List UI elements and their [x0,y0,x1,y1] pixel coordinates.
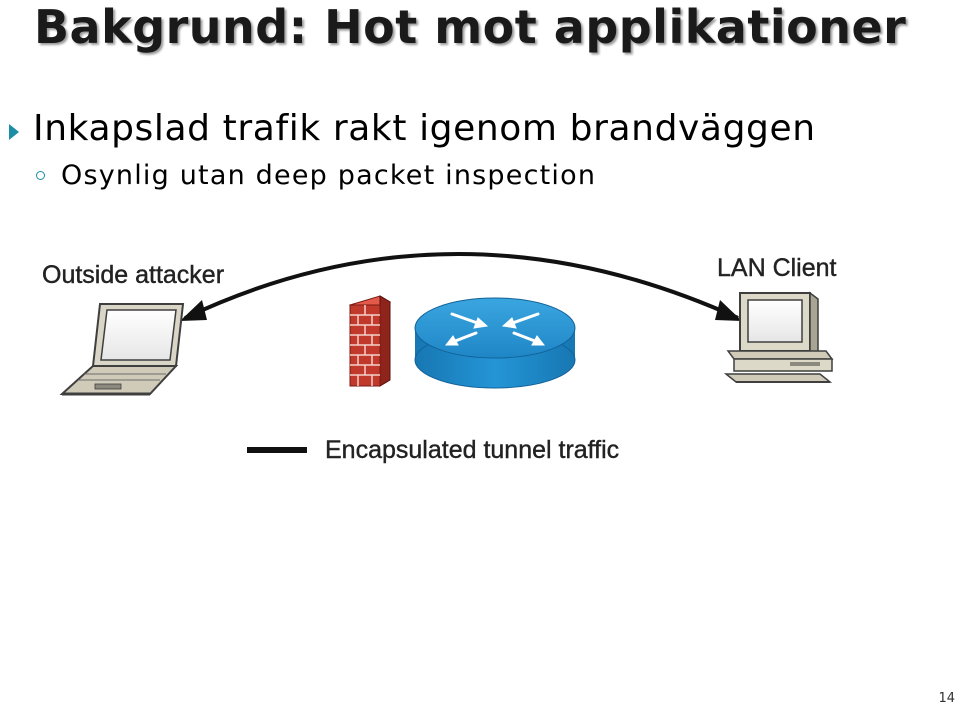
arrowhead-left [180,300,207,321]
triangle-bullet-icon [9,123,19,140]
legend-label: Encapsulated tunnel traffic [325,436,619,464]
page-number: 14 [938,691,955,706]
left-device-label: Outside attacker [42,261,224,289]
desktop-computer-icon [723,291,834,383]
laptop-icon [59,303,185,396]
right-device-label: LAN Client [717,254,837,282]
sub-bullet-item: Osynlig utan deep packet inspection [36,160,596,191]
arrowhead-right [715,300,742,321]
circle-bullet-icon [36,171,45,180]
sub-bullet-text: Osynlig utan deep packet inspection [61,160,597,191]
slide-title: Bakgrund: Hot mot applikationer [34,0,907,54]
tunnel-traffic-arc [184,252,739,320]
router-icon [414,297,576,389]
firewall-brick-icon [348,295,392,387]
bullet-text: Inkapslad trafik rakt igenom brandväggen [33,108,816,149]
bullet-item: Inkapslad trafik rakt igenom brandväggen [9,108,816,149]
